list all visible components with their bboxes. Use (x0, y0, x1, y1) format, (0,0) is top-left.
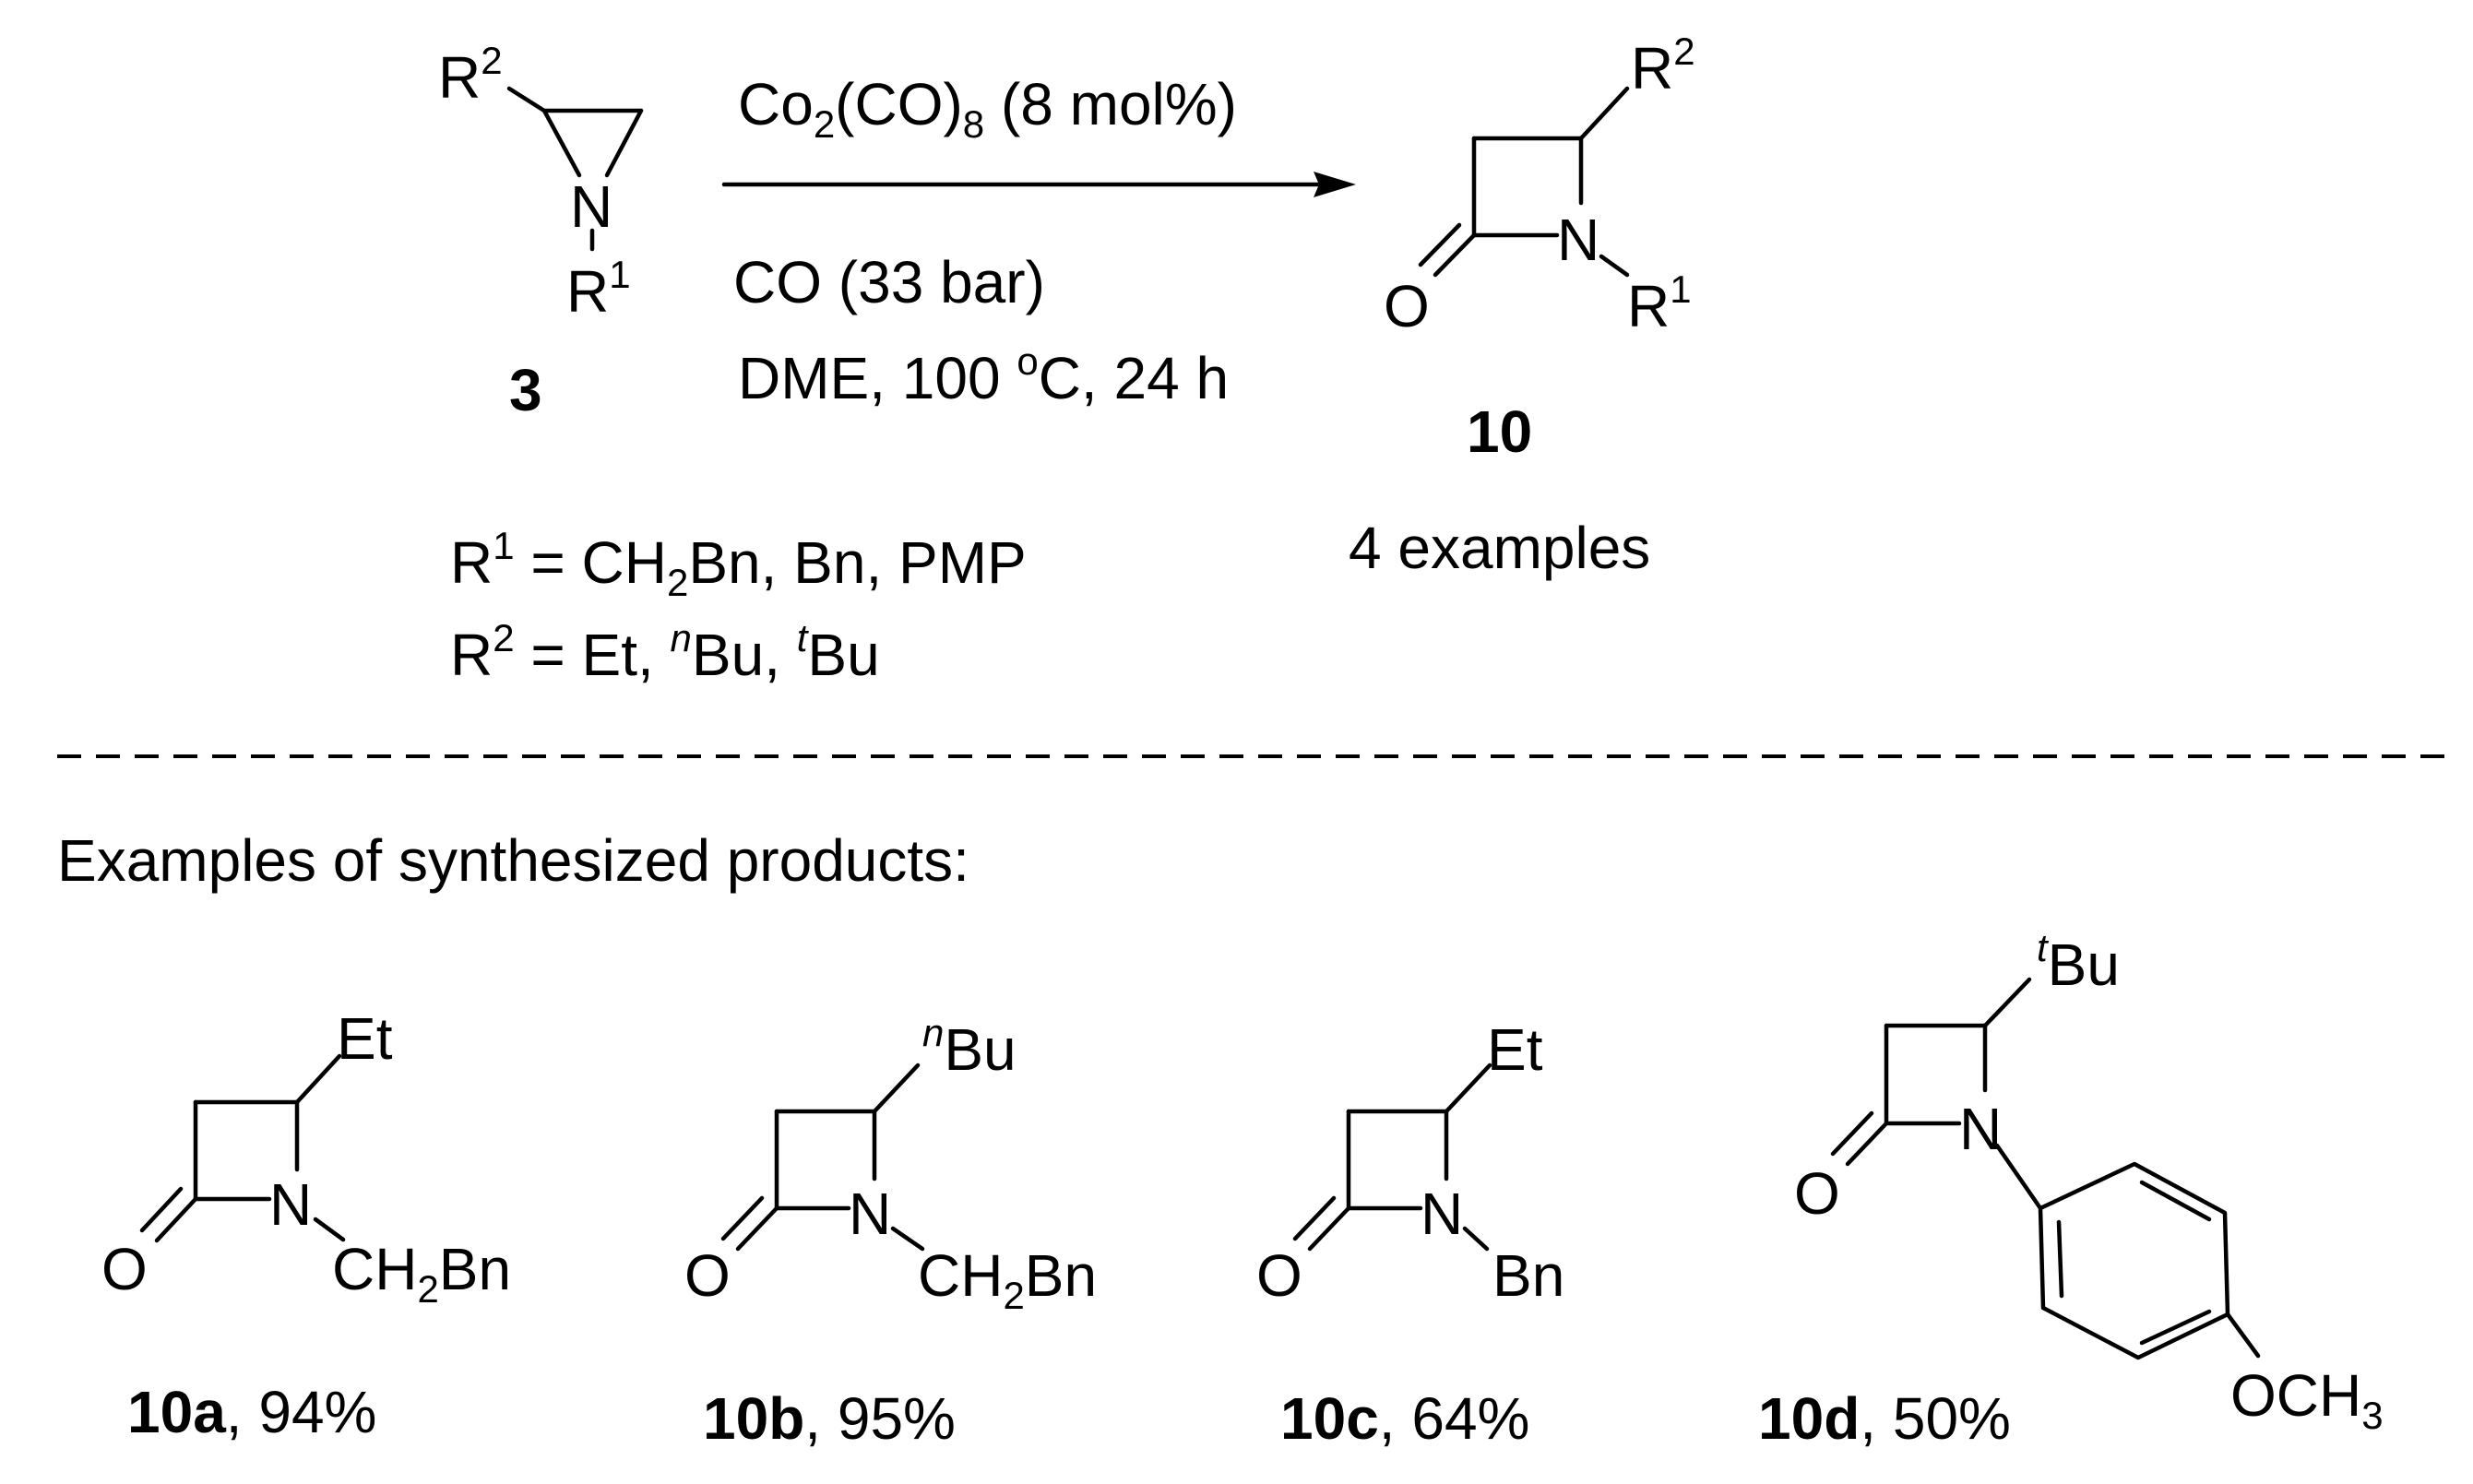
aryl-double-1 (2056, 1219, 2064, 1299)
bond-carbonyl-1 (1307, 1205, 1351, 1252)
product-r2-label: R2 (1631, 30, 1695, 101)
product-10a-n-substituent: CH2Bn (332, 1236, 511, 1311)
product-10a-n: N (269, 1171, 312, 1238)
product-10d-aryl-substituent: OCH3 (2230, 1362, 2384, 1437)
product-10d: tBu O N OCH3 10d, 50% (1758, 926, 2384, 1452)
bond-carbonyl-2 (1292, 1195, 1337, 1241)
bond-aryl-ome (2225, 1312, 2261, 1359)
substrate-compound-number: 3 (509, 357, 542, 423)
substrate-r2-label: R2 (438, 39, 503, 111)
product-10b-substituent: nBu (922, 1011, 1017, 1083)
reaction-conditions: Co2(CO)8 (8 mol%) CO (33 bar) DME, 100 o… (721, 71, 1356, 411)
aryl-ring (2038, 1161, 2230, 1360)
bond-carbonyl-1 (1845, 1121, 1889, 1167)
bond-carbonyl-1 (154, 1196, 198, 1243)
bond-ring-right (604, 108, 644, 178)
bond-carbonyl-1 (735, 1205, 779, 1252)
bond-n-r1 (1599, 254, 1630, 278)
condition-gas: CO (33 bar) (733, 249, 1045, 315)
bond-n-sub (1462, 1226, 1490, 1252)
bond-carbonyl-2 (1418, 222, 1462, 267)
substrate-aziridine: R2 N R1 3 (438, 39, 644, 423)
product-examples-count: 4 examples (1349, 515, 1650, 581)
product-10d-n: N (1959, 1096, 2002, 1162)
bond-n-sub (313, 1217, 346, 1242)
product-10d-substituent: tBu (2037, 926, 2120, 998)
product-n-label: N (1557, 207, 1599, 273)
bond-carbonyl-1 (1433, 232, 1477, 278)
condition-solvent-temp-time: DME, 100 oC, 24 h (738, 339, 1229, 411)
aryl-double-3 (2139, 1309, 2212, 1346)
product-10a: Et O N CH2Bn 10a, 94% (101, 1005, 511, 1445)
product-10c-o: O (1256, 1242, 1302, 1309)
substrate-n-label: N (570, 173, 612, 240)
bond-substituent (1982, 977, 2032, 1028)
scope-r1-line: R1 = CH2Bn, Bn, PMP (450, 524, 1027, 604)
product-10a-substituent: Et (337, 1005, 393, 1072)
bond-r2 (1578, 86, 1630, 141)
bond-n-sub (890, 1226, 925, 1252)
bond-substituent (872, 1063, 921, 1114)
product-10c-caption: 10c, 64% (1280, 1385, 1529, 1452)
bond-n-aryl (1994, 1143, 2043, 1211)
product-o-label: O (1384, 273, 1430, 339)
substrate-r1-label: R1 (566, 253, 631, 325)
bond-carbonyl-2 (139, 1186, 184, 1233)
bond-carbonyl-2 (720, 1195, 765, 1241)
product-10a-o: O (101, 1236, 148, 1302)
product-beta-lactam: R2 O N R1 10 4 examples (1349, 30, 1695, 581)
product-10b-o: O (684, 1242, 731, 1309)
condition-catalyst: Co2(CO)8 (8 mol%) (738, 71, 1237, 146)
product-10d-o: O (1794, 1160, 1840, 1227)
product-10d-caption: 10d, 50% (1758, 1385, 2011, 1452)
bond-substituent (1444, 1063, 1492, 1114)
product-10b-n: N (849, 1181, 891, 1247)
product-10c-substituent: Et (1487, 1016, 1543, 1083)
product-r1-label: R1 (1627, 267, 1692, 339)
product-10b-n-substituent: CH2Bn (918, 1242, 1097, 1317)
product-10c-n: N (1421, 1181, 1463, 1247)
product-10a-caption: 10a, 94% (127, 1379, 376, 1445)
scope-r2-line: R2 = Et, nBu, tBu (450, 616, 880, 688)
product-compound-number: 10 (1467, 398, 1532, 465)
product-10c: Et O N Bn 10c, 64% (1256, 1016, 1564, 1452)
bond-carbonyl-2 (1830, 1110, 1874, 1157)
aryl-double-2 (2139, 1180, 2212, 1222)
bond-r2 (506, 86, 547, 113)
product-10b-caption: 10b, 95% (703, 1385, 956, 1452)
bond-ring-left (541, 108, 582, 178)
reaction-arrow-head (1314, 172, 1356, 197)
substituent-scope: R1 = CH2Bn, Bn, PMP R2 = Et, nBu, tBu (450, 524, 1027, 688)
product-10b: nBu O N CH2Bn 10b, 95% (684, 1011, 1097, 1452)
product-10c-n-substituent: Bn (1492, 1242, 1564, 1309)
examples-heading: Examples of synthesized products: (57, 827, 969, 894)
bond-substituent (294, 1053, 342, 1105)
